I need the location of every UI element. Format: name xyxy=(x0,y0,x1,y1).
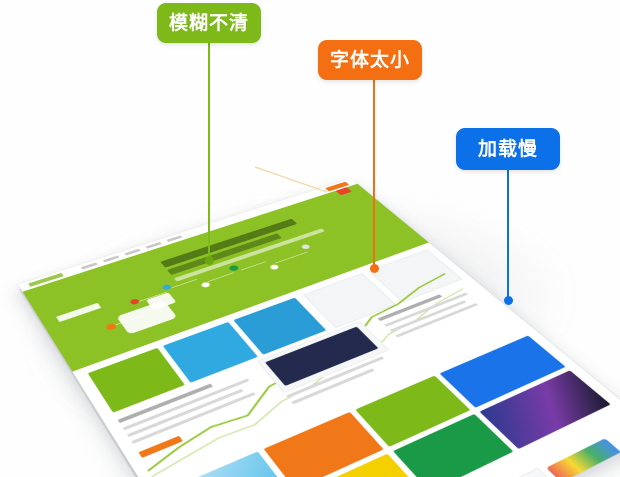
mockup-grid-tile xyxy=(298,453,425,477)
callout-anchor-dot-blurry xyxy=(205,256,214,265)
mockup-footer-heading xyxy=(594,472,620,477)
mockup-node-dot xyxy=(300,243,312,250)
mockup-node-connector xyxy=(240,261,267,271)
mockup-text-line xyxy=(126,388,244,438)
mockup-grid-tile xyxy=(355,375,471,447)
mockup-footer-section xyxy=(243,421,620,477)
mockup-heading-line xyxy=(117,383,213,424)
mockup-node-dot xyxy=(200,281,212,289)
mockup-hero-illustration xyxy=(116,300,178,335)
mockup-node-dot xyxy=(227,264,240,272)
mockup-text-line xyxy=(138,435,183,458)
mockup-grid-tile xyxy=(479,370,611,450)
callout-leader-line-slow-loading xyxy=(507,170,509,300)
mockup-grid-tile xyxy=(163,451,290,477)
callout-label-blurry[interactable]: 模糊不清 xyxy=(157,3,261,43)
mockup-feature-card xyxy=(87,347,185,413)
callout-leader-line-font-too-small xyxy=(373,80,375,268)
mockup-text-line xyxy=(122,378,250,431)
mockup-grid-tile xyxy=(392,413,514,477)
mockup-footer-logo xyxy=(546,438,620,477)
callout-leader-line-blurry xyxy=(208,43,210,260)
mockup-hero-logo xyxy=(56,302,102,323)
callout-label-font-too-small[interactable]: 字体太小 xyxy=(318,40,422,80)
mockup-node-connector xyxy=(207,272,235,282)
callout-label-slow-loading[interactable]: 加载慢 xyxy=(456,128,560,170)
mockup-text-line xyxy=(291,368,375,405)
mockup-node-dot xyxy=(268,263,280,271)
mockup-node-connector xyxy=(275,251,308,264)
website-mockup-slab xyxy=(18,178,620,477)
callout-anchor-dot-font-too-small xyxy=(370,264,379,273)
mockup-text-line xyxy=(131,392,256,444)
mockup-node-dot xyxy=(129,298,141,306)
mockup-footer-panel xyxy=(448,467,571,477)
mockup-tile-grid xyxy=(163,335,620,477)
callout-anchor-dot-slow-loading xyxy=(504,296,513,305)
mockup-grid-tile xyxy=(263,411,384,477)
mockup-text-line xyxy=(286,356,385,399)
